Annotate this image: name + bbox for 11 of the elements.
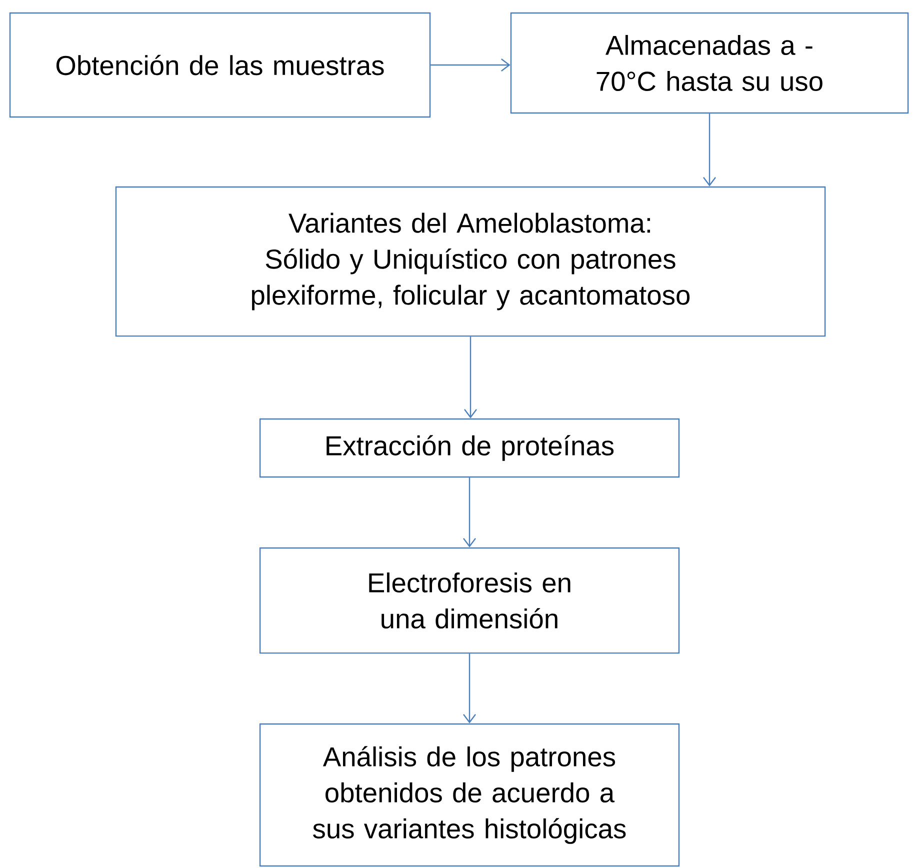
arrow [430, 58, 510, 72]
process-box: Análisis de los patrones obtenidos de acuerdo a sus variantes histológicas [259, 723, 680, 867]
arrow [463, 654, 476, 724]
arrow [703, 114, 716, 186]
process-box: Obtención de las muestras [9, 12, 431, 118]
arrow [463, 478, 476, 548]
process-box: Electroforesis en una dimensión [259, 547, 680, 654]
arrow [464, 336, 477, 418]
process-box: Variantes del Ameloblastoma: Sólido y Uniquístico con patrones plexiforme, folicular y acantomatoso [115, 186, 826, 337]
process-box: Extracción de proteínas [259, 418, 680, 478]
process-box: Almacenadas a -70°C hasta su uso [510, 12, 909, 114]
